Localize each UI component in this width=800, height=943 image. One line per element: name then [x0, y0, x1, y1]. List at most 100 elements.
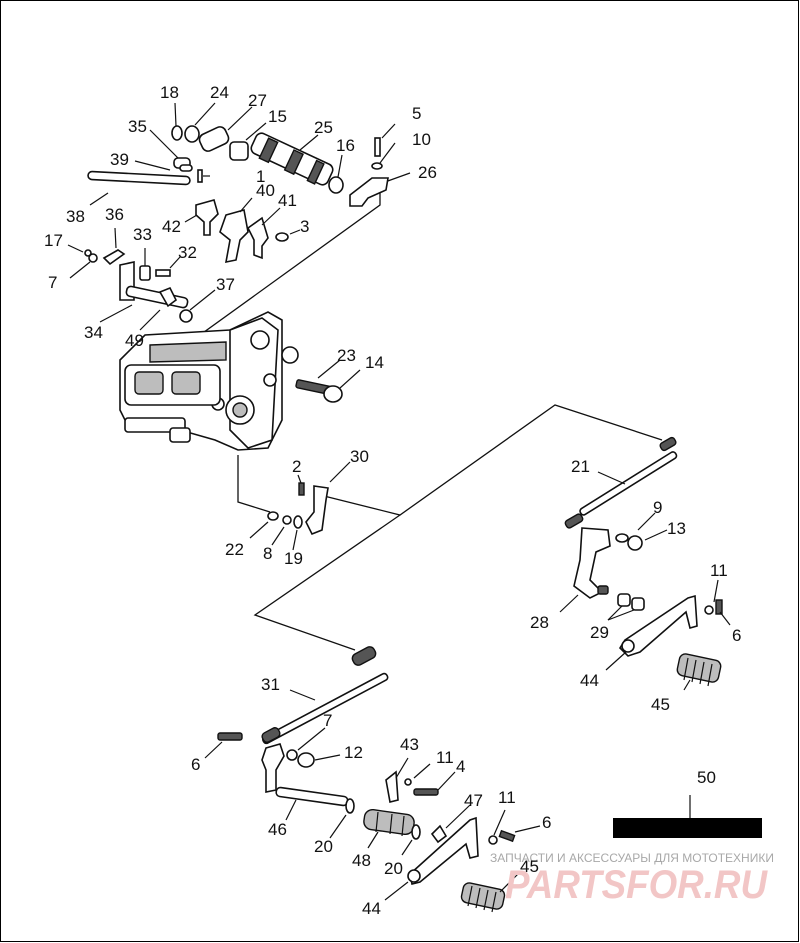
- part-31-rod: [262, 672, 389, 745]
- callout-20-left: 20: [314, 837, 333, 856]
- part-44-shift-lever: [618, 594, 698, 657]
- part-30-lever: [305, 485, 329, 536]
- callout-8: 8: [263, 544, 272, 563]
- part-27-bearing: [198, 126, 230, 152]
- part-13-nut: [627, 535, 643, 551]
- part-39-pin: [179, 164, 193, 172]
- shifter-shaft-group: [67, 227, 216, 331]
- callout-34: 34: [84, 323, 103, 342]
- part-3-nut: [275, 232, 289, 242]
- watermark-logo: PARTSFOR.RU: [505, 863, 768, 907]
- part-16-bearing: [328, 176, 344, 194]
- transmission-case: [119, 311, 299, 451]
- callout-31: 31: [261, 675, 280, 694]
- callout-24: 24: [210, 83, 229, 102]
- callout-21: 21: [571, 457, 590, 476]
- callout-13: 13: [667, 519, 686, 538]
- callout-17: 17: [44, 231, 63, 250]
- part-26-pawl: [349, 177, 389, 207]
- part-41-fork: [246, 216, 269, 260]
- callout-5: 5: [412, 104, 421, 123]
- part-36-spring: [102, 249, 126, 266]
- part-7-washer: [88, 253, 98, 263]
- callout-3: 3: [300, 217, 309, 236]
- part-40-fork: [219, 208, 249, 264]
- part-8-ring: [282, 515, 292, 525]
- part-20-washer: [345, 798, 355, 814]
- callout-20-right: 20: [384, 859, 403, 878]
- callout-30: 30: [350, 447, 369, 466]
- callout-42: 42: [162, 217, 181, 236]
- callout-6-right: 6: [732, 626, 741, 645]
- callout-26: 26: [418, 163, 437, 182]
- callout-47: 47: [464, 791, 483, 810]
- callout-19: 19: [284, 549, 303, 568]
- part-9-washer: [615, 533, 629, 543]
- watermark-tagline: ЗАПЧАСТИ И АКСЕССУАРЫ ДЛЯ МОТОТЕХНИКИ: [490, 851, 774, 865]
- part-44-shift-lever-left: [409, 816, 479, 885]
- part-22-washer: [267, 511, 279, 521]
- callout-48: 48: [352, 851, 371, 870]
- part-49-plate: [158, 286, 178, 308]
- callout-45-bottom: 45: [520, 857, 539, 876]
- part-37-seal: [179, 309, 193, 323]
- callout-36: 36: [105, 205, 124, 224]
- part-11-washer: [704, 605, 714, 615]
- callout-12: 12: [344, 743, 363, 762]
- callout-15: 15: [268, 107, 287, 126]
- callout-11-mid: 11: [436, 748, 454, 767]
- callout-9: 9: [653, 498, 662, 517]
- callout-40: 40: [256, 181, 275, 200]
- watermark: ЗАПЧАСТИ И АКСЕССУАРЫ ДЛЯ МОТОТЕХНИКИ PA…: [490, 851, 774, 907]
- callout-46: 46: [268, 820, 287, 839]
- part-17-clip: [84, 249, 92, 257]
- callout-44-right: 44: [580, 671, 599, 690]
- part-50-label: [613, 795, 762, 838]
- left-linkage-group: [204, 646, 541, 913]
- part-46-lever: [261, 743, 285, 793]
- part-43-bracket: [385, 770, 399, 803]
- part-29-bushing: [617, 593, 631, 607]
- part-25-shift-drum: [250, 132, 334, 186]
- part-46-shaft: [275, 786, 349, 807]
- part-20-washer-b: [411, 824, 421, 840]
- callout-1: 1: [256, 167, 265, 186]
- part-11-washer-b: [488, 835, 498, 845]
- part-1-pin: [197, 169, 203, 183]
- callout-45-right: 45: [651, 695, 670, 714]
- part-15-bushing: [229, 141, 249, 161]
- part-45-footpeg-left: [460, 882, 506, 913]
- right-linkage-group: [559, 436, 731, 691]
- callout-43: 43: [400, 735, 419, 754]
- part-11-washer-left: [404, 778, 412, 786]
- part-2-screw: [298, 482, 305, 496]
- callout-labels: 18 24 27 15 35 25 5 10 16 39 26 1 40 41 …: [44, 83, 741, 918]
- callout-44-bottom: 44: [362, 899, 381, 918]
- part-18-ring: [171, 125, 183, 141]
- part-14-cap: [323, 385, 343, 403]
- part-32-bolt: [155, 269, 171, 277]
- callout-11-bottom: 11: [498, 788, 516, 807]
- callout-7-top: 7: [48, 273, 57, 292]
- part-42-fork: [195, 199, 219, 236]
- callout-2: 2: [292, 457, 301, 476]
- case-side-parts: [249, 359, 361, 551]
- shift-drum-group: [87, 102, 411, 207]
- part-4-bolt: [413, 788, 439, 796]
- callout-39: 39: [110, 150, 129, 169]
- part-5-screw: [374, 137, 381, 157]
- part-38-shaft: [87, 170, 191, 186]
- callout-35: 35: [128, 117, 147, 136]
- part-12-nut: [297, 752, 315, 768]
- part-6-bolt-left: [217, 732, 243, 741]
- callout-6-left: 6: [191, 755, 200, 774]
- callout-29: 29: [590, 623, 609, 642]
- callout-41: 41: [278, 191, 297, 210]
- part-24-washer: [184, 125, 200, 143]
- part-21-rod: [579, 451, 678, 516]
- callout-7-bottom: 7: [323, 711, 332, 730]
- callout-22: 22: [225, 540, 244, 559]
- callout-11-right: 11: [710, 561, 728, 580]
